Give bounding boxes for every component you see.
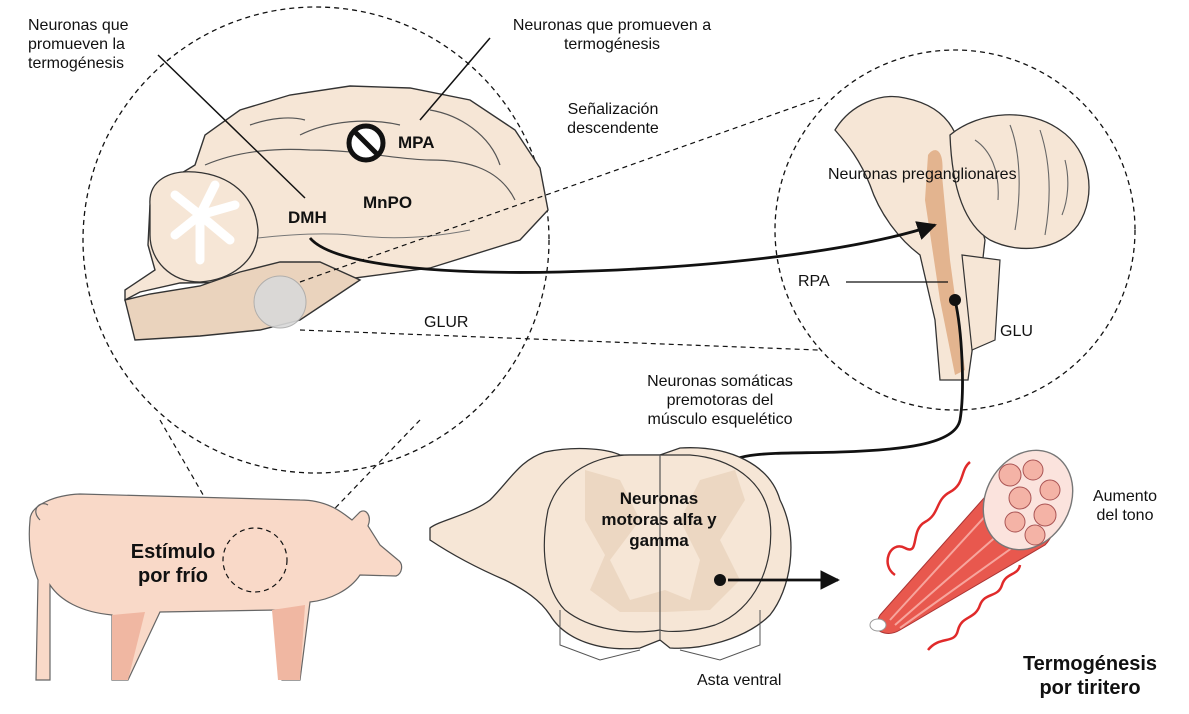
label-rpa: RPA	[798, 273, 830, 290]
label-termo-left: Neuronas que promueven la termogénesis	[28, 17, 129, 72]
label-mpa: MPA	[398, 133, 435, 152]
label-somaticas: Neuronas somáticas premotoras del múscul…	[647, 373, 793, 428]
label-termo-right: Neuronas que promueven a termogénesis	[512, 17, 712, 53]
pointer-termo-left	[157, 54, 306, 199]
shiver-wave-top	[886, 461, 971, 577]
label-asta-ventral: Asta ventral	[697, 672, 782, 689]
label-termogenesis-tiritero: Termogénesis por tiritero	[1022, 653, 1158, 699]
descending-tract	[925, 150, 965, 375]
dmh-arrow	[308, 221, 937, 274]
spinal-cord	[429, 447, 792, 661]
prohibited-icon	[346, 123, 386, 163]
label-motoras: Neuronas motoras alfa y gamma	[601, 489, 717, 550]
label-estimulo: Estímulo por frío	[130, 541, 216, 587]
brainstem	[834, 95, 1090, 381]
zoom-line-top	[299, 97, 821, 283]
label-dmh: DMH	[288, 208, 327, 227]
pig	[28, 493, 403, 681]
label-senalizacion: Señalización descendente	[567, 101, 659, 137]
label-glur: GLUR	[424, 314, 469, 331]
shiver-wave-bottom	[927, 564, 1022, 651]
brain-zoom-circle	[82, 6, 550, 474]
label-glu: GLU	[1000, 323, 1033, 340]
pointer-termo-right	[419, 37, 491, 121]
motor-neuron-dot	[714, 574, 726, 586]
pig-zoom-circle	[222, 527, 288, 593]
brainstem-zoom-circle	[774, 49, 1136, 411]
brain-sagittal	[124, 85, 549, 341]
hypothalamus-highlight	[253, 275, 307, 329]
label-mnpo: MnPO	[363, 193, 413, 212]
muscle	[869, 449, 1074, 634]
label-aumento-tono: Aumento del tono	[1092, 488, 1158, 524]
label-preganglionares: Neuronas preganglionares	[828, 166, 1017, 183]
zoom-line-bottom	[299, 329, 819, 351]
